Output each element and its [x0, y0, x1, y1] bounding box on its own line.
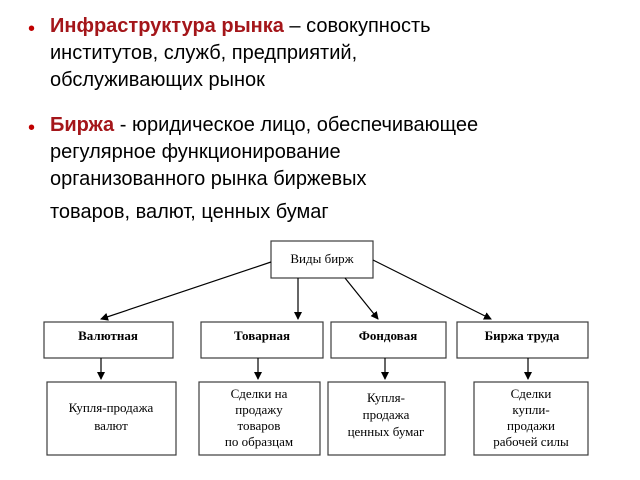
- desc-box-labor: Сделки купли- продажи рабочей силы: [473, 381, 589, 456]
- desc-line: купли-: [512, 402, 549, 417]
- root-label: Виды бирж: [290, 251, 354, 266]
- desc-line: ценных бумаг: [348, 424, 425, 439]
- arrow-to-currency: [100, 261, 272, 321]
- desc-box-currency: Купля-продажа валют: [46, 381, 177, 456]
- desc-line: по образцам: [225, 434, 293, 449]
- type-box-stock: Фондовая: [330, 321, 447, 359]
- desc-box-stock: Купля- продажа ценных бумаг: [327, 381, 446, 456]
- desc-line: валют: [94, 418, 128, 433]
- desc-line: Сделки: [511, 386, 552, 401]
- definition-exchange: Биржа - юридическое лицо, обеспечивающее…: [50, 112, 630, 226]
- desc-line: товаров: [238, 418, 281, 433]
- bullet-marker-2: •: [28, 117, 36, 139]
- definition-market-infrastructure: Инфраструктура рынка – совокупность инст…: [50, 13, 630, 94]
- desc-line: продажи: [507, 418, 555, 433]
- desc-line: продажа: [363, 407, 410, 422]
- root-arrows: [100, 259, 492, 321]
- arrow-to-labor: [372, 259, 492, 320]
- bullet-marker-1: •: [28, 18, 36, 40]
- type-label-commodity: Товарная: [234, 328, 290, 343]
- dash-1: –: [283, 15, 307, 37]
- type-label-currency: Валютная: [78, 328, 138, 343]
- definition-line-3: организованного рынка биржевых: [50, 168, 367, 190]
- root-box: Виды бирж: [270, 240, 374, 279]
- type-box-labor: Биржа труда: [456, 321, 589, 359]
- desc-box-commodity: Сделки на продажу товаров по образцам: [198, 381, 321, 456]
- type-box-currency: Валютная: [43, 321, 174, 359]
- term-exchange: Биржа: [50, 114, 115, 136]
- desc-line: рабочей силы: [493, 434, 569, 449]
- term-market-infrastructure: Инфраструктура рынка: [50, 15, 284, 37]
- text-line: совокупность: [306, 15, 431, 37]
- definition-line-2: регулярное функционирование: [50, 141, 341, 163]
- type-label-labor: Биржа труда: [485, 328, 560, 343]
- definition-line-1: Инфраструктура рынка – совокупность: [50, 13, 630, 40]
- definition-line-1: Биржа - юридическое лицо, обеспечивающее: [50, 112, 630, 139]
- desc-line: Сделки на: [231, 386, 288, 401]
- definition-line-2: институтов, служб, предприятий,: [50, 42, 358, 64]
- type-label-stock: Фондовая: [359, 328, 417, 343]
- desc-line: продажу: [235, 402, 283, 417]
- arrow-to-stock: [344, 277, 379, 320]
- type-box-commodity: Товарная: [200, 321, 324, 359]
- definition-line-4: товаров, валют, ценных бумаг: [50, 201, 329, 223]
- desc-line: Купля-: [367, 390, 405, 405]
- definition-line-3: обслуживающих рынок: [50, 69, 265, 91]
- desc-arrows: [97, 358, 532, 380]
- desc-line: Купля-продажа: [69, 400, 154, 415]
- text-line: юридическое лицо, обеспечивающее: [131, 114, 479, 136]
- dash-2: -: [114, 114, 132, 136]
